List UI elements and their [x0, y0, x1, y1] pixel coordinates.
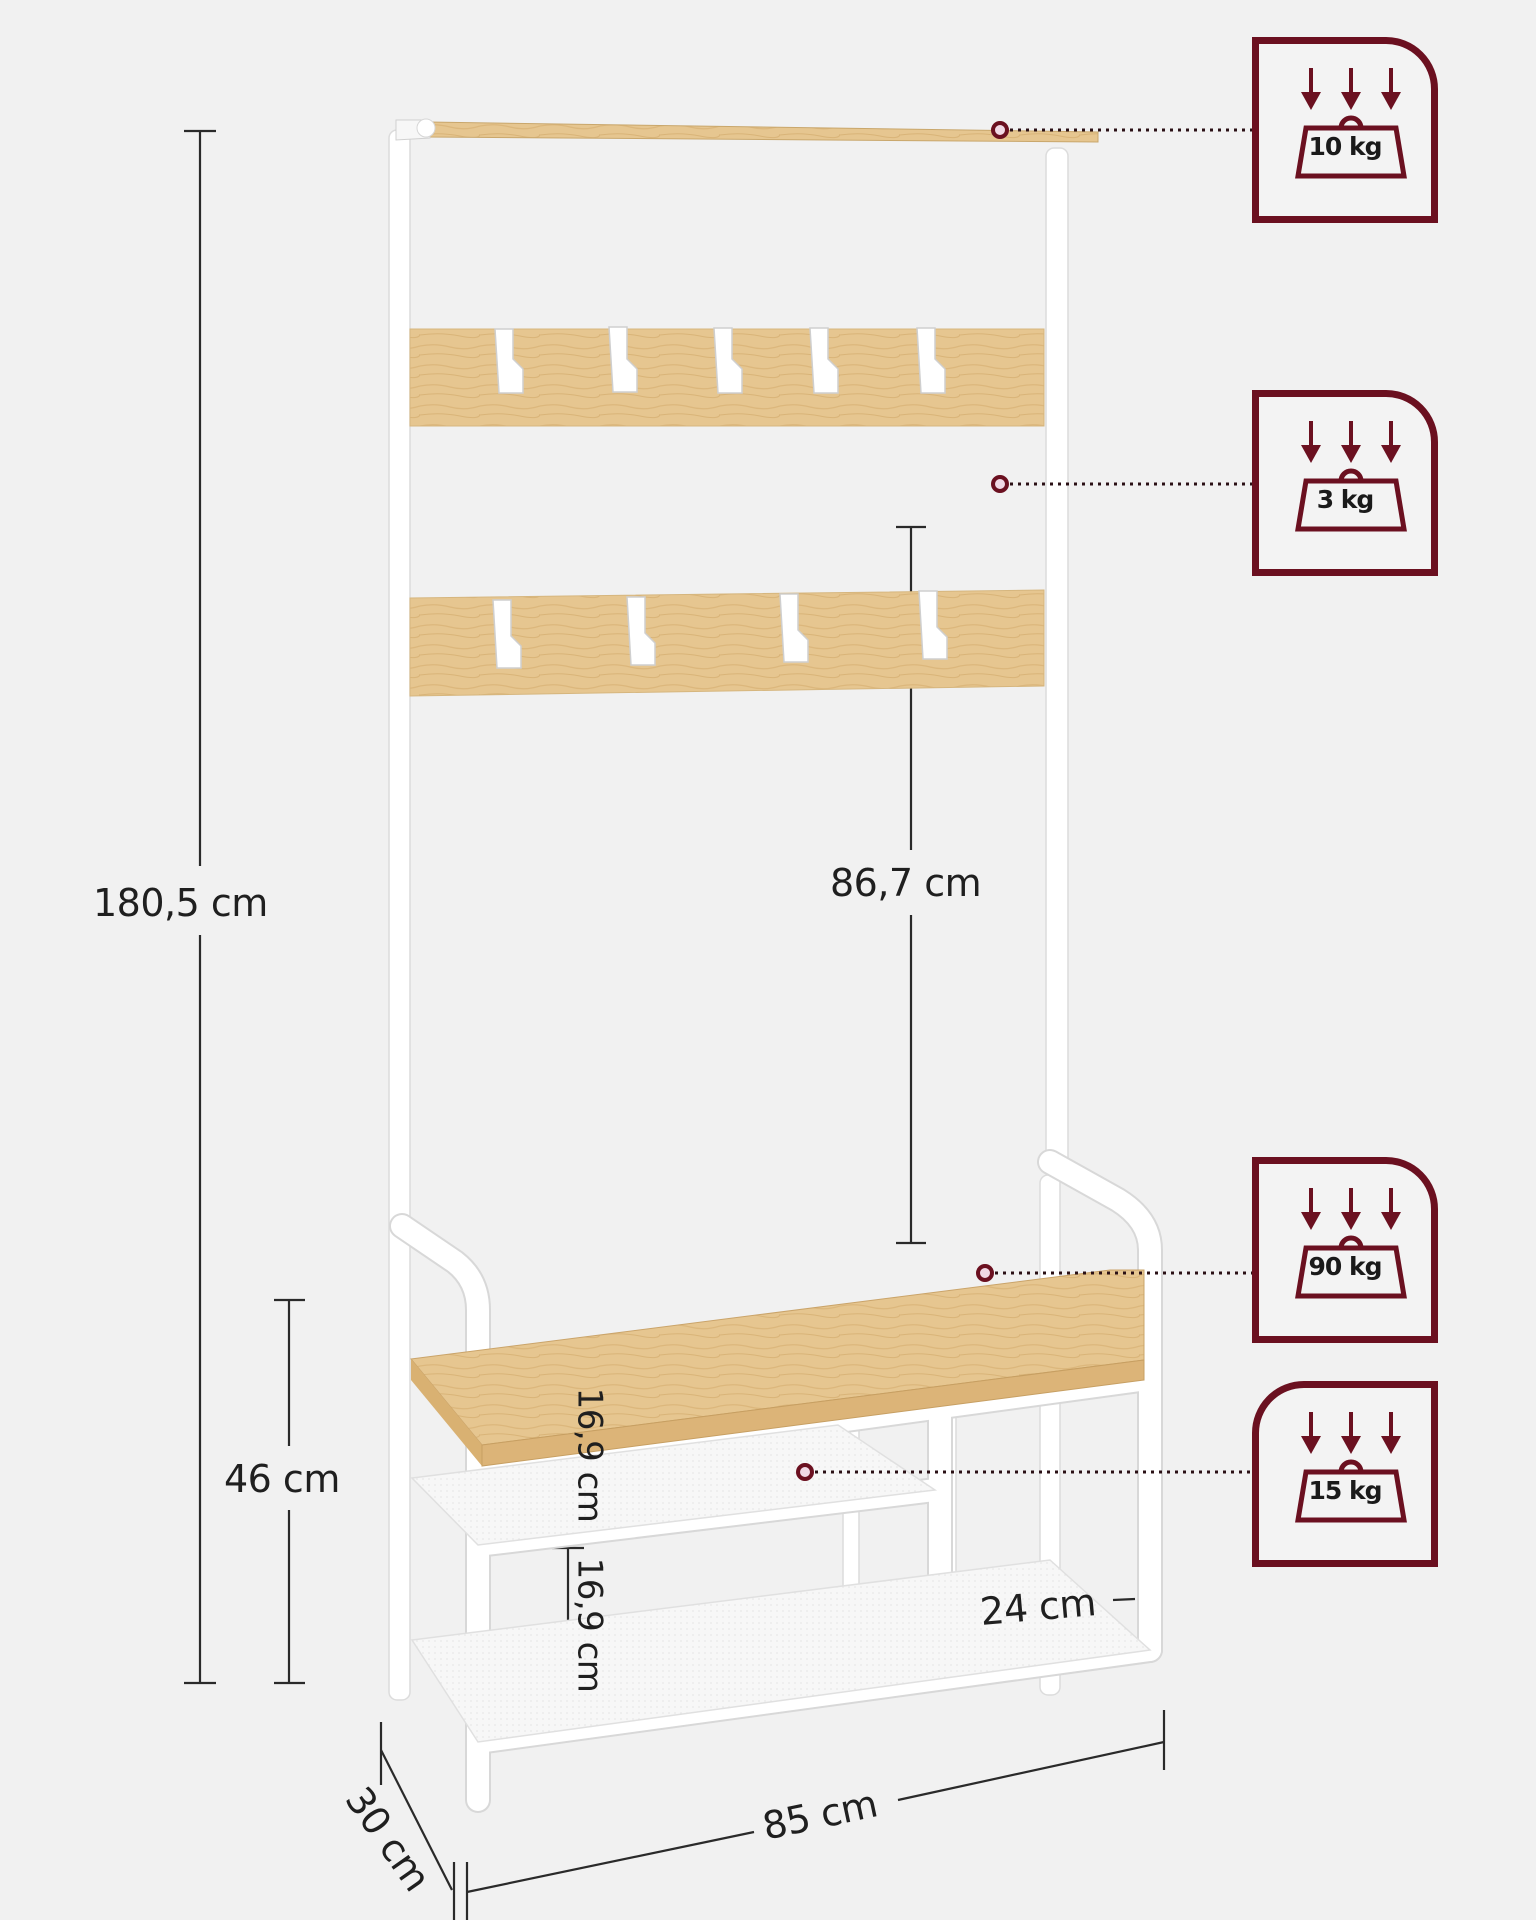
down-arrows-icon	[1301, 421, 1401, 463]
mesh-shelves	[410, 1424, 1152, 1743]
load-badge-hook-bar: 3 kg	[1252, 390, 1438, 576]
total-height-label: 180,5 cm	[93, 881, 268, 925]
load-badge-mesh-shelf: 15 kg	[1252, 1381, 1438, 1567]
weight-load-icon	[1295, 1459, 1407, 1523]
load-value: 3 kg	[1316, 485, 1375, 514]
shelf-gap-lower-label: 16,9 cm	[569, 1557, 610, 1693]
callout-dots	[796, 121, 1009, 1481]
down-arrows-icon	[1301, 1412, 1401, 1454]
callout-lines	[815, 128, 1252, 1474]
load-badge-bench-seat: 90 kg	[1252, 1157, 1438, 1343]
load-value: 10 kg	[1308, 132, 1382, 161]
load-value: 15 kg	[1308, 1476, 1382, 1505]
down-arrows-icon	[1301, 1188, 1401, 1230]
load-value: 90 kg	[1308, 1252, 1382, 1281]
hooks-lower	[492, 590, 948, 669]
down-arrows-icon	[1301, 68, 1401, 110]
shoe-compartment-width-label: 24 cm	[978, 1580, 1098, 1634]
bench-height-label: 46 cm	[224, 1457, 340, 1501]
hooks-upper	[494, 326, 946, 394]
bench-seat	[410, 1269, 1145, 1467]
weight-load-icon	[1295, 1235, 1407, 1299]
hook-to-bench-label: 86,7 cm	[830, 861, 982, 905]
shelf-gap-upper-label: 16,9 cm	[569, 1387, 610, 1523]
top-shelf	[395, 118, 1099, 143]
hook-panel-lower	[409, 589, 1045, 697]
weight-load-icon	[1295, 115, 1407, 179]
weight-load-icon	[1295, 468, 1407, 532]
load-badge-top-shelf: 10 kg	[1252, 37, 1438, 223]
